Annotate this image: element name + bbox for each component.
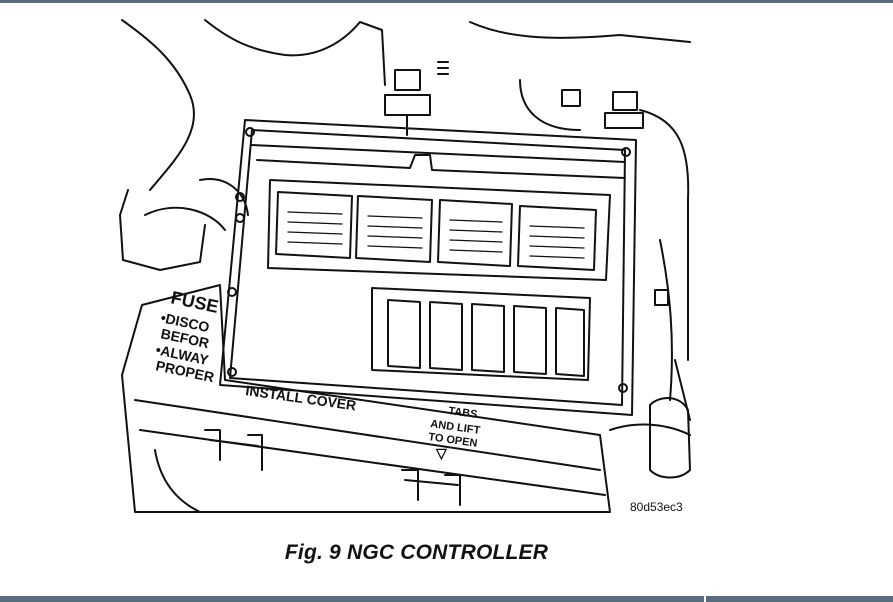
image-code: 80d53ec3 [630,500,683,514]
clip-right [401,469,461,506]
heat-sink [371,287,591,381]
figure-caption-prefix: Fig. 9 [284,541,341,564]
window-top-border [0,0,893,3]
figure-caption-title: NGC CONTROLLER [346,541,549,564]
window-bottom-divider [704,596,706,602]
bolt-small [561,89,581,107]
connector-block [267,179,611,281]
ngc-controller-illustration: FUSE •DISCO BEFOR •ALWAY PROPER INSTALL … [119,19,691,513]
window-bottom-border [0,596,893,602]
bolt-right [604,91,644,129]
connector-pins [287,211,585,259]
clip-left [204,429,263,471]
bolt-left [384,69,431,136]
fuse-box-body [121,284,611,513]
fuse-label-arrow: ▽ [435,445,448,461]
fuse-label-install: INSTALL COVER [245,382,358,413]
figure-caption: Fig. 9 NGC CONTROLLER [0,541,863,571]
engine-hose-left [121,19,196,191]
fuse-label-tabs-1: TABS [448,405,479,421]
controller-housing [219,119,637,416]
